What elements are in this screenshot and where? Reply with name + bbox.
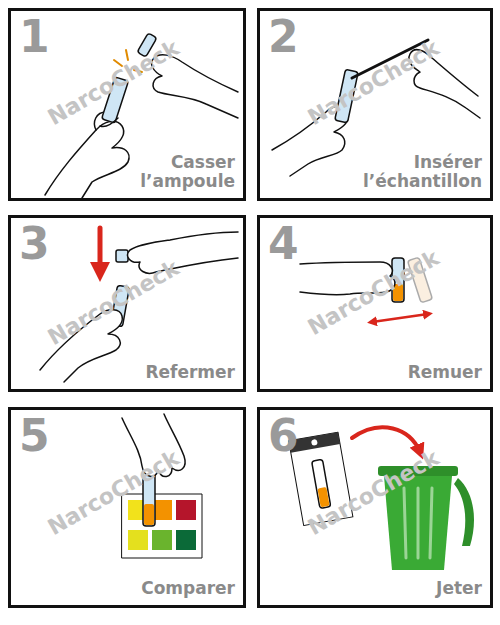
step-caption: Remuer bbox=[408, 363, 482, 383]
step-caption: Comparer bbox=[141, 579, 235, 599]
discard-figure bbox=[289, 427, 474, 570]
watermark: NarcoCheck bbox=[304, 245, 444, 340]
watermark: NarcoCheck bbox=[44, 445, 184, 540]
step-panel: 5Comparer bbox=[8, 407, 246, 608]
step-caption: Jeter bbox=[436, 579, 482, 599]
watermark: NarcoCheck bbox=[44, 255, 184, 350]
step-panel: 2Insérer l’échantillon bbox=[257, 8, 493, 201]
watermark: NarcoCheck bbox=[44, 35, 184, 130]
step-number: 4 bbox=[268, 222, 299, 266]
watermark: NarcoCheck bbox=[304, 445, 444, 540]
step-number: 5 bbox=[19, 414, 50, 458]
step-number: 6 bbox=[268, 414, 299, 458]
step-caption: Casser l’ampoule bbox=[140, 153, 235, 192]
step-number: 2 bbox=[268, 15, 299, 59]
step-panel: 6Jeter bbox=[257, 407, 493, 608]
watermark: NarcoCheck bbox=[304, 35, 444, 130]
step-panel: 1Casser l’ampoule bbox=[8, 8, 246, 201]
step-panel: 4Remuer bbox=[257, 215, 493, 392]
step-number: 1 bbox=[19, 15, 50, 59]
step-caption: Refermer bbox=[145, 363, 235, 383]
step-caption: Insérer l’échantillon bbox=[363, 153, 482, 192]
step-panel: 3Refermer bbox=[8, 215, 246, 392]
close-vial-figure bbox=[40, 228, 238, 382]
step-number: 3 bbox=[19, 222, 50, 266]
